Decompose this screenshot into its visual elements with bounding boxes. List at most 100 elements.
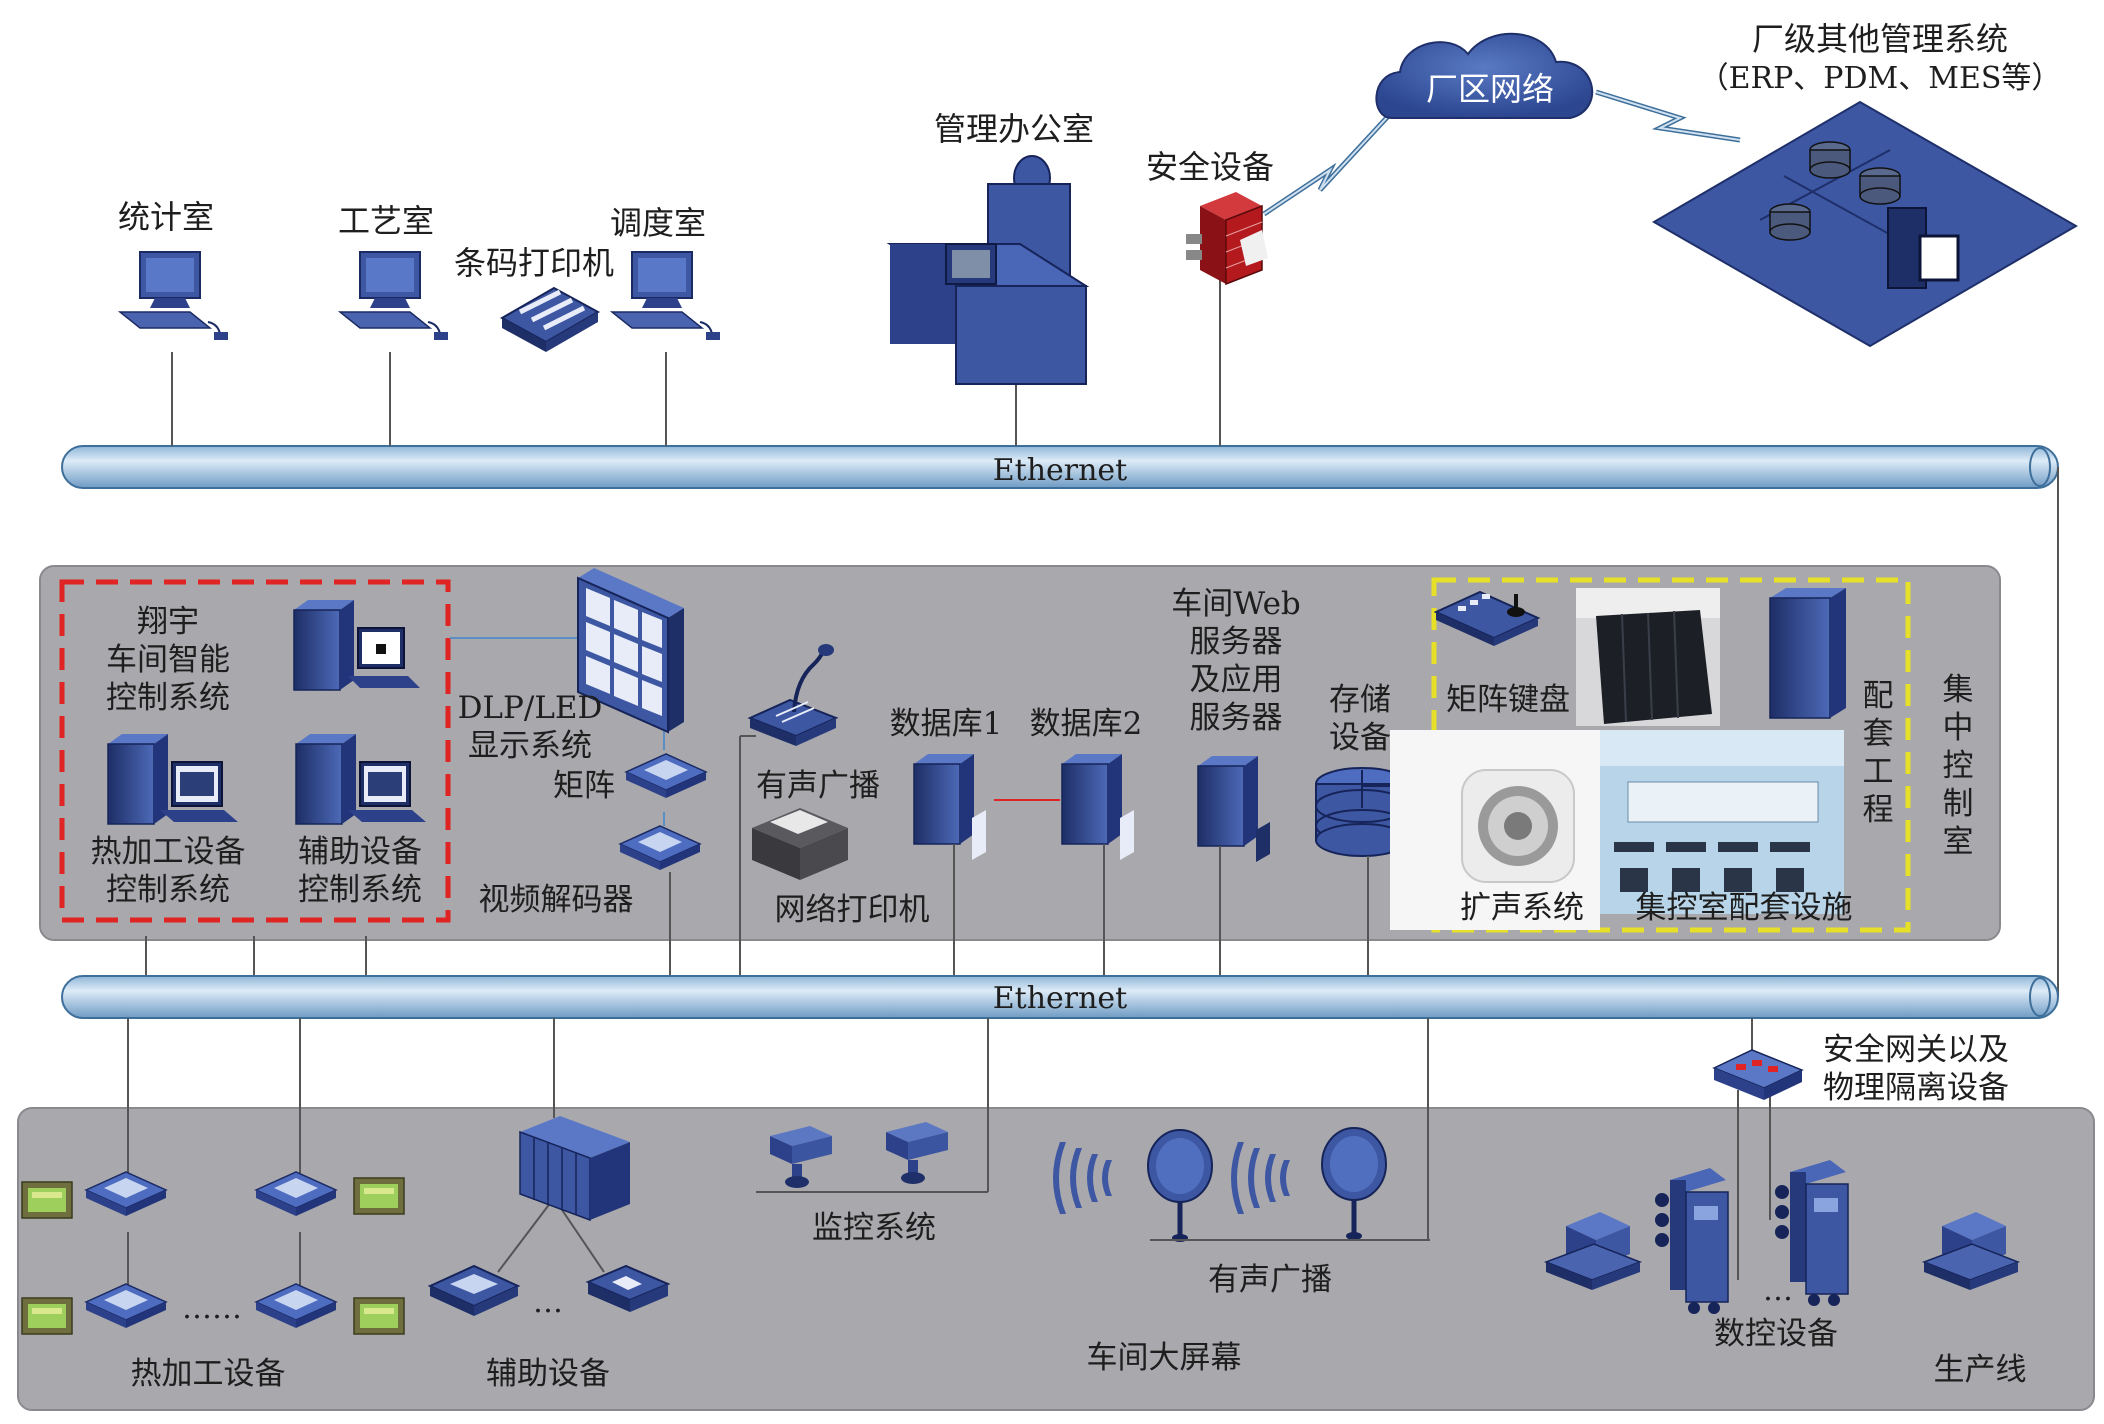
workstation-icon [1887,207,1960,289]
monitoring-label: 监控系统 [812,1210,936,1246]
storage-label-1: 存储 [1329,682,1391,718]
xiangyu-title-1: 翔宇 [137,604,199,640]
db-stack-icon [1809,141,1851,179]
speaker-system-photo [1390,730,1600,930]
hot-control-label-2: 控制系统 [106,872,230,908]
management-office-icon [886,155,1090,385]
plc-rack-icon [519,1116,630,1222]
stat-room-label: 统计室 [118,198,214,236]
central-room-vertical: 集 中 控 制 室 [1943,672,1974,860]
hot-panel-3 [21,1297,73,1335]
craft-room-label: 工艺室 [338,202,434,240]
firewall-cloud-link [1262,110,1394,217]
security-device-label: 安全设备 [1146,148,1274,186]
dlp-video-wall-icon [577,568,684,734]
db-stack-icon [1859,167,1901,205]
production-line-label: 生产线 [1934,1352,2027,1388]
hot-control-label-1: 热加工设备 [91,834,246,870]
db1-label: 数据库1 [890,706,1003,742]
network-printer-label: 网络打印机 [775,892,930,928]
support-char-2: 工 [1863,754,1894,790]
mgmt-office-label: 管理办公室 [934,110,1094,148]
web-server-label-1: 车间Web [1171,586,1301,622]
production-panel [17,1107,2095,1411]
craft-room-pc [339,251,449,341]
aux-control-label-2: 控制系统 [298,872,422,908]
cnc-label: 数控设备 [1714,1316,1838,1352]
matrix-keyboard-label: 矩阵键盘 [1446,682,1570,718]
server-room-photo [1576,588,1720,726]
matrix-label: 矩阵 [553,768,615,804]
dispatch-room-label: 调度室 [610,204,706,242]
support-char-1: 套 [1863,716,1894,752]
other-systems-subtitle: （ERP、PDM、MES等） [1699,61,2062,96]
bottom-ethernet-label: Ethernet [993,981,1128,1016]
gateway-label-1: 安全网关以及 [1823,1032,2009,1068]
xiangyu-system-group [59,579,451,923]
gateway-label-2: 物理隔离设备 [1823,1070,2009,1106]
top-ethernet-bus: Ethernet [61,445,2059,489]
hot-control-workstation [107,733,238,825]
plant-network-cloud: 厂区网络 [1375,32,1594,119]
central-char-3: 制 [1943,786,1974,822]
rack-cabinet-icon [1769,588,1846,719]
support-char-3: 程 [1863,792,1894,828]
top-connections [171,278,2059,996]
dlp-label-2: 显示系统 [468,728,592,764]
bottom-ethernet-bus: Ethernet [61,975,2059,1019]
storage-device-icon [1315,767,1409,857]
firewall-icon [1186,192,1268,286]
other-systems-platform [1652,100,2078,348]
database-2-server [1061,753,1134,860]
web-server-label-3: 及应用 [1190,662,1283,698]
aux-control-label-1: 辅助设备 [298,834,422,870]
support-char-0: 配 [1863,678,1894,714]
db-stack-icon [1769,203,1811,241]
aux-control-workstation [295,733,426,825]
aux-device-1 [427,1264,521,1316]
pa-speaker-1 [1053,1130,1212,1242]
control-room-photo [1600,730,1844,914]
hot-panel-2 [353,1177,405,1215]
other-systems-title: 厂级其他管理系统 [1752,20,2008,58]
web-server-label-4: 服务器 [1190,700,1283,736]
db2-label: 数据库2 [1030,706,1143,742]
aux-dots: … [533,1285,563,1320]
plant-network-label: 厂区网络 [1426,70,1554,108]
cnc-dots: … [1763,1273,1793,1308]
production-pc-right [1921,1212,2021,1290]
xiangyu-workstation [293,599,420,691]
central-char-2: 控 [1943,748,1974,784]
xiangyu-title-2: 车间智能 [106,642,230,678]
stat-room-pc [119,251,229,341]
hot-dots: …… [182,1291,242,1326]
big-screen-label: 车间大屏幕 [1087,1340,1242,1376]
pa-system-label: 有声广播 [756,768,880,804]
barcode-printer-icon [499,286,601,352]
hot-panel-1 [21,1181,73,1219]
dispatch-room-pc [611,251,721,341]
video-decoder-label: 视频解码器 [479,882,634,918]
network-printer-icon [752,808,848,880]
xiangyu-title-3: 控制系统 [106,680,230,716]
pa-microphone-icon [747,644,839,746]
aux-equipment-label: 辅助设备 [486,1356,610,1392]
dlp-label-1: DLP/LED [458,690,603,726]
central-char-1: 中 [1943,710,1974,746]
barcode-printer-label: 条码打印机 [454,244,614,282]
security-gateway-icon [1712,1049,1804,1100]
hot-panel-4 [353,1297,405,1335]
hot-equipment-label: 热加工设备 [131,1356,286,1392]
storage-label-2: 设备 [1329,720,1391,756]
production-pc-left [1543,1212,1643,1290]
database-1-server [913,753,986,860]
web-server-icon [1197,755,1270,862]
support-works-vertical: 配 套 工 程 [1863,678,1894,828]
control-facilities-label: 集控室配套设施 [1636,890,1853,926]
web-server-label-2: 服务器 [1190,624,1283,660]
central-char-0: 集 [1943,672,1974,708]
middle-connections [145,844,1369,976]
matrix-keyboard-icon [1433,590,1541,646]
pa-bottom-label: 有声广播 [1208,1262,1332,1298]
